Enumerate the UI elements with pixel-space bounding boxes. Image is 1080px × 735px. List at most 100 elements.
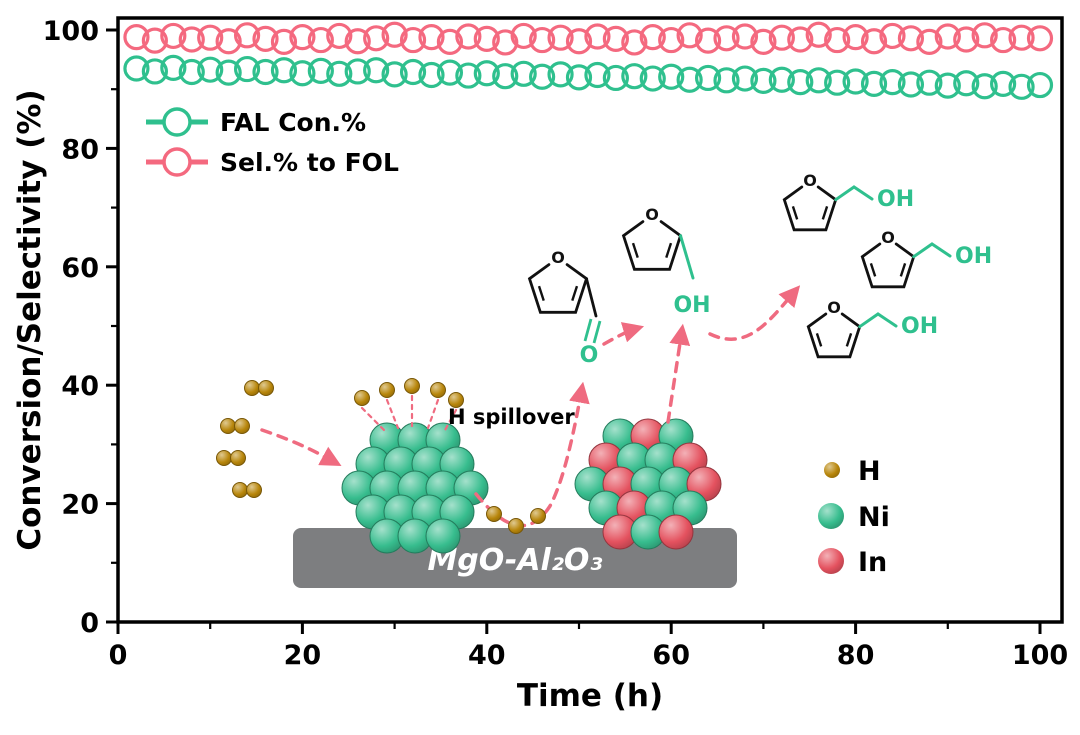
data-point [934,23,961,50]
data-point [344,28,371,55]
h-legend-label: H [858,456,881,487]
h-adsorb-line [385,398,400,430]
in-legend-dot [818,548,844,574]
data-point [731,65,759,92]
hydroxyl-label: OH [901,314,938,339]
data-point [602,64,629,92]
data-point [233,55,261,83]
data-point [897,71,925,98]
h-atom [234,418,250,434]
data-point [768,24,795,51]
data-point [399,26,427,54]
data-point [381,21,408,48]
data-point [676,66,703,93]
data-point [363,57,390,84]
data-point [897,25,925,52]
h-atom [230,450,246,466]
arrow-furfural-to-fol [602,322,645,346]
h-atom [530,508,546,524]
data-point [326,60,353,87]
h-atom [220,418,236,434]
arrow-to-products [708,285,801,341]
data-point [1008,24,1035,51]
ring-bonds [527,263,589,314]
ring-o-label: O [827,298,841,317]
data-point [805,67,832,94]
y-axis-title: Conversion/Selectivity (%) [12,89,48,550]
data-point [971,73,998,100]
data-point [436,28,464,55]
data-point [584,23,611,50]
hydroxyl-label: OH [955,244,992,269]
h-atom [508,518,524,534]
x-tick-label: 20 [284,640,322,671]
y-tick-label: 80 [61,134,99,165]
double-bond [821,205,829,220]
data-point [233,22,261,49]
data-point [694,27,722,54]
data-point [123,24,150,51]
data-point [768,66,795,93]
data-point [990,70,1017,97]
data-point [455,62,482,89]
data-point [160,54,187,81]
h-adsorb-line [442,408,458,434]
h-atom [430,382,446,398]
data-point [658,26,685,54]
data-point [344,58,371,85]
furan-ring: O [527,248,589,314]
carbonyl-bond [585,277,598,318]
data-point [694,64,722,92]
data-point [750,67,777,95]
data-point [1026,25,1054,52]
h-atom [216,450,232,466]
h-atom [448,392,464,408]
data-point [529,63,556,90]
ring-o-label: O [803,171,817,190]
data-point [1026,71,1054,99]
data-point [971,22,998,49]
ring-bonds [621,220,683,271]
data-point [953,70,980,97]
data-point [141,58,168,85]
data-point [270,28,298,55]
data-point [842,68,869,95]
h-legend-dot [824,462,840,478]
double-bond [665,242,673,259]
data-point [860,28,888,55]
data-point [842,24,869,51]
furan-ring: O [806,298,862,359]
ring-bonds [782,185,838,232]
data-point [824,69,851,96]
support-label: MgO-Al₂O₃ [427,543,602,578]
nanoparticle-clusters [341,418,722,554]
hydrogen-atoms [216,378,546,534]
data-point [307,26,334,54]
data-point [584,61,611,89]
y-tick-label: 100 [43,16,99,47]
data-point [160,22,187,50]
data-point [473,25,500,52]
data-point [787,68,814,96]
data-points [123,21,1054,100]
data-point [178,26,205,53]
data-point [381,61,408,88]
hydroxyl-label: OH [673,293,710,318]
x-tick-label: 60 [652,640,690,671]
h-atom [258,380,274,396]
in-sphere [658,514,694,550]
furan-ring: O [782,171,838,232]
plot-legend: FAL Con.%Sel.% to FOL [146,107,399,177]
data-point [547,61,574,88]
y-tick-label: 0 [80,608,99,639]
data-point [197,56,224,83]
ni-cluster [341,422,489,554]
data-point [621,29,648,56]
h-adsorb-line [426,398,440,430]
data-point [860,70,888,97]
data-point [418,61,445,89]
legend-label: FAL Con.% [220,108,366,137]
data-point [565,64,593,91]
data-point [492,63,519,90]
